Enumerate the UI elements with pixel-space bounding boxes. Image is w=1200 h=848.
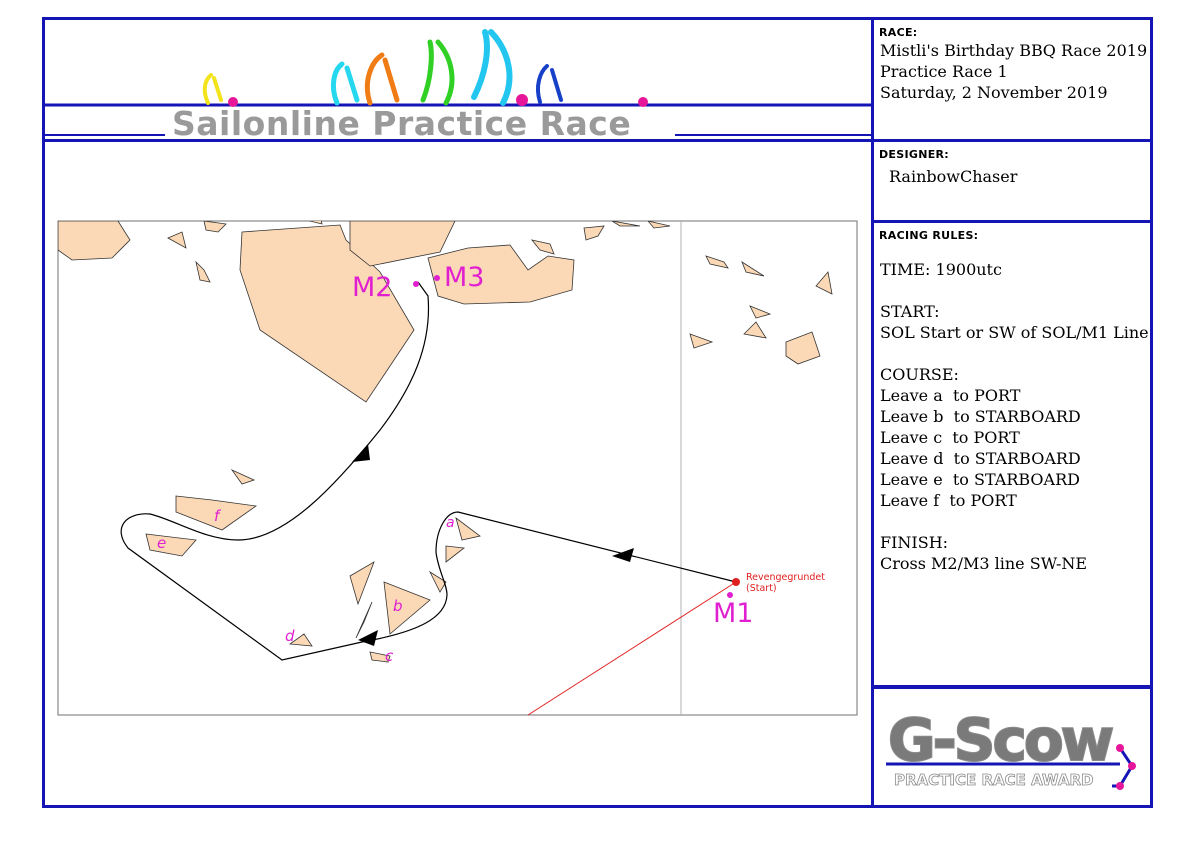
sail-blue-icon: [536, 64, 563, 104]
start-marker: [732, 578, 740, 586]
rules-label: RACING RULES:: [879, 229, 979, 242]
island-shape: [167, 231, 187, 249]
start-label: Revengegrundet: [746, 572, 825, 583]
finish-heading: FINISH:: [880, 533, 949, 552]
island-shape: [689, 333, 714, 349]
race-info: Mistli's Birthday BBQ Race 2019 Practice…: [880, 40, 1147, 103]
island-b-label: b: [393, 597, 403, 615]
sail-orange-icon: [364, 52, 400, 106]
award-panel: G-Scow G-Scow PRACTICE RACE AWARD: [874, 688, 1150, 805]
race-label: RACE:: [879, 26, 918, 39]
island-d: [288, 633, 313, 647]
sail-yellow-icon: [202, 73, 223, 105]
start-heading: START:: [880, 302, 940, 321]
island-shape: [743, 321, 767, 339]
award-panel-frame: [871, 685, 1153, 808]
landmass-group: [58, 221, 833, 663]
m1-marker: [727, 592, 733, 598]
island-shape: [815, 271, 833, 295]
designer-label: DESIGNER:: [879, 148, 949, 161]
map-border: [57, 220, 858, 716]
race-name: Mistli's Birthday BBQ Race 2019: [880, 41, 1148, 60]
island-shape: [429, 570, 447, 593]
island-shape: [647, 221, 671, 229]
island-shape: [749, 305, 772, 319]
island-shape: [583, 225, 605, 241]
start-sublabel: (Start): [746, 583, 777, 594]
race-time: TIME: 1900utc: [880, 260, 1002, 279]
finish-text: Cross M2/M3 line SW-NE: [880, 554, 1088, 573]
arrow-icon: [612, 548, 634, 562]
island-d-label: d: [285, 627, 295, 645]
island-a: [455, 516, 481, 541]
sail-cyan-icon: [330, 61, 360, 106]
arrow-icon: [352, 444, 370, 462]
course-line-c: Leave c to PORT: [880, 428, 1020, 447]
island-shape: [349, 221, 456, 267]
race-date: Saturday, 2 November 2019: [880, 83, 1108, 102]
course-map: Revengegrundet (Start) M1 M2 M3 a b c d …: [57, 220, 858, 716]
island-shape: [427, 244, 575, 305]
island-c-label: c: [385, 647, 394, 665]
island-shape: [230, 469, 256, 485]
sail-lightblue-icon: [471, 29, 513, 106]
sail-green-icon: [420, 39, 455, 106]
rules-panel: RACING RULES: TIME: 1900utc START: SOL S…: [874, 223, 1150, 686]
island-shape: [349, 561, 375, 606]
island-b: [383, 581, 431, 635]
start-text: SOL Start or SW of SOL/M1 Line: [880, 323, 1149, 342]
m2-marker: [413, 281, 419, 287]
rules-text: TIME: 1900utc START: SOL Start or SW of …: [880, 259, 1149, 574]
start-line: [527, 581, 737, 716]
island-shape: [785, 331, 821, 365]
island-shape: [445, 545, 466, 563]
island-shape: [203, 221, 227, 233]
banner-graphic: [45, 29, 871, 136]
island-large-nw: [239, 224, 415, 403]
course-line-a: Leave a to PORT: [880, 386, 1021, 405]
race-subtitle: Practice Race 1: [880, 62, 1008, 81]
award-subtitle: PRACTICE RACE AWARD: [894, 771, 1094, 789]
island-shape: [741, 260, 765, 277]
island-a-label: a: [446, 515, 455, 531]
island-shape: [611, 221, 641, 227]
m3-marker: [434, 275, 440, 281]
island-f-label: f: [214, 507, 222, 525]
banner: Sailonline Practice Race: [45, 20, 871, 143]
award-logo: G-Scow G-Scow PRACTICE RACE AWARD: [886, 705, 1136, 790]
course-line-f: Leave f to PORT: [880, 491, 1017, 510]
island-f: [175, 495, 258, 531]
race-panel: RACE: Mistli's Birthday BBQ Race 2019 Pr…: [874, 20, 1150, 139]
island-shape: [530, 239, 555, 255]
m3-label: M3: [444, 262, 484, 293]
island-shape: [58, 221, 131, 261]
island-shape: [195, 260, 211, 283]
course-line-b: Leave b to STARBOARD: [880, 407, 1081, 426]
island-shape: [355, 601, 373, 639]
island-e: [145, 533, 197, 557]
designer-panel: DESIGNER: RainbowChaser: [874, 142, 1150, 220]
m1-label: M1: [713, 598, 753, 629]
course-route: [120, 281, 737, 661]
course-heading: COURSE:: [880, 365, 959, 384]
course-line-d: Leave d to STARBOARD: [880, 449, 1081, 468]
island-e-label: e: [157, 534, 166, 552]
designer-name: RainbowChaser: [889, 167, 1018, 186]
banner-title: Sailonline Practice Race: [172, 104, 632, 143]
course-map-panel: Revengegrundet (Start) M1 M2 M3 a b c d …: [45, 142, 871, 805]
island-shape: [308, 221, 323, 225]
arrow-icon: [358, 630, 378, 646]
m2-label: M2: [352, 272, 392, 303]
island-shape: [705, 255, 729, 269]
island-c: [369, 651, 391, 663]
course-line-e: Leave e to STARBOARD: [880, 470, 1080, 489]
